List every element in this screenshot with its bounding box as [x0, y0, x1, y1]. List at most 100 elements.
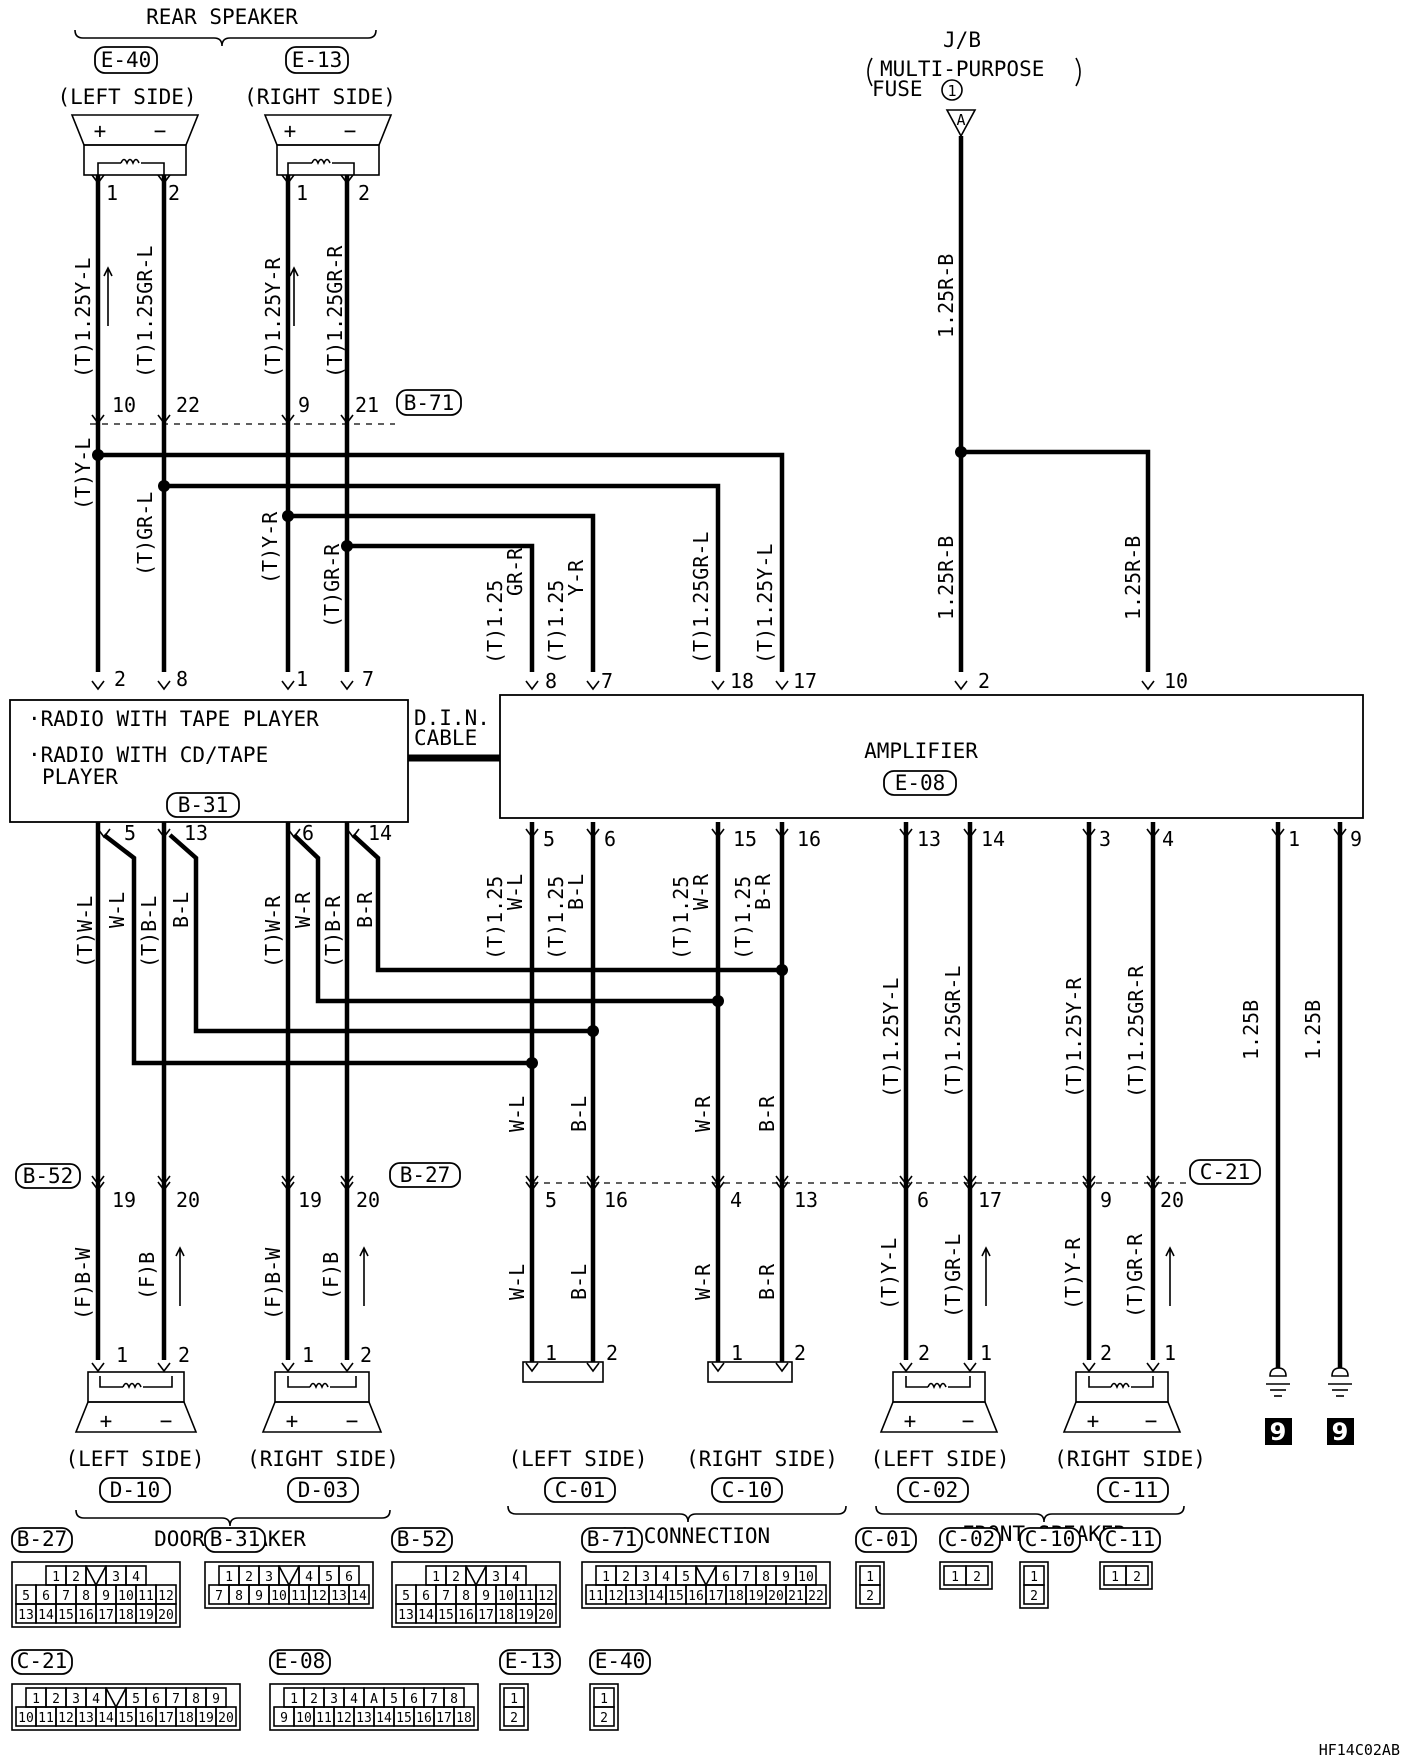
- radio-top-wire-grr: (T)GR-R: [320, 543, 344, 628]
- amp-bottom-wire-grl: (T)1.25GR-L: [941, 966, 965, 1098]
- no-connection-right: 1 2 (RIGHT SIDE) C-10: [686, 1341, 838, 1503]
- b52-pin20: 20: [176, 1188, 200, 1212]
- ground-2-badge: [1327, 1418, 1354, 1445]
- jb-wire-right: 1.25R-B: [1121, 536, 1145, 620]
- radio-top-wire-yr: (T)Y-R: [258, 511, 282, 584]
- connector-pin-number: 6: [42, 1589, 50, 1604]
- door-left-cone: [74, 1401, 198, 1433]
- connector-pin-number: 19: [138, 1608, 154, 1623]
- nc-right-wire1: W-R: [691, 1263, 715, 1300]
- connector-pin-number: 7: [742, 1570, 750, 1585]
- connector-code-box: [1099, 1527, 1161, 1553]
- door-left-pin2: 2: [178, 1343, 190, 1367]
- rear-right-code: E-13: [292, 48, 343, 72]
- connector-pin-number: 17: [98, 1608, 114, 1623]
- connector-pin-number: 1: [32, 1692, 40, 1707]
- connector-pin-number: 2: [52, 1692, 60, 1707]
- rear-right-plus: +: [284, 119, 297, 143]
- front-right-cone: [1062, 1401, 1182, 1433]
- door-left-wire1: (F)B-W: [71, 1247, 95, 1320]
- connector-pin-number: 2: [600, 1711, 608, 1726]
- connector-housing: [499, 1683, 529, 1731]
- c21-pin20: 20: [1160, 1188, 1184, 1212]
- connector-code: B-71: [587, 1527, 638, 1551]
- connector-pin-number: 13: [78, 1711, 94, 1726]
- nc-right-side: (RIGHT SIDE): [686, 1447, 838, 1471]
- connector-pin-number: 1: [1030, 1570, 1038, 1585]
- amp-bottom-wire-gnd1: 1.25B: [1239, 1000, 1263, 1060]
- connector-pin-number: 11: [291, 1589, 307, 1604]
- radio-bottom-pin5: 5: [124, 821, 136, 845]
- b71-code-box: [396, 389, 462, 416]
- connector-code: C-01: [861, 1527, 912, 1551]
- connector-pin-number: 21: [788, 1589, 804, 1604]
- connector-pin-number: 8: [462, 1589, 470, 1604]
- amp-top-wire-grl: (T)1.25GR-L: [689, 532, 713, 664]
- connector-code: E-08: [275, 1649, 326, 1673]
- front-right-flow-arrow: [1165, 1246, 1175, 1306]
- radio-bottom-wires: 5 13 6 14 (T)W-L W-L (T)B-L B-L (T)W-R W…: [73, 821, 782, 1360]
- connector-pin-number: 20: [218, 1711, 234, 1726]
- amplifier-code: E-08: [895, 771, 946, 795]
- radio-bottom-wire-wr: W-R: [291, 891, 315, 928]
- connector-pin-number: 20: [158, 1608, 174, 1623]
- splice-grr: [341, 540, 353, 552]
- jb-fuse-label: FUSE: [872, 77, 923, 101]
- fuse-number: 1: [947, 82, 956, 100]
- connector-pin-number: 13: [356, 1711, 372, 1726]
- c21-code: C-21: [1200, 1160, 1251, 1184]
- connector-pin-number: 9: [212, 1692, 220, 1707]
- connector-pin-number: 10: [798, 1570, 814, 1585]
- connector-pin-number: 11: [588, 1589, 604, 1604]
- amp-bottom-wire-wr-b: W-R: [689, 873, 713, 910]
- connector-pin-number: 14: [376, 1711, 392, 1726]
- amp-top-pin18: 18: [730, 669, 754, 693]
- jb-wire-left: 1.25R-B: [934, 536, 958, 620]
- nc-right-code-box: [711, 1477, 783, 1503]
- amp-bottom-wire-grr: (T)1.25GR-R: [1124, 965, 1148, 1098]
- amp-bottom-wire-br-a: (T)1.25: [731, 876, 755, 960]
- connector-code: C-11: [1105, 1527, 1156, 1551]
- connector-code-box: [939, 1527, 1001, 1553]
- amp-top-pin10: 10: [1164, 669, 1188, 693]
- amp-bottom-pin1: 1: [1288, 827, 1300, 851]
- ground-2-label: 9: [1332, 1418, 1349, 1446]
- connector-pin-number: 17: [436, 1711, 452, 1726]
- connector-cavity: [859, 1584, 881, 1605]
- connector-pin-number: 10: [118, 1589, 134, 1604]
- connector-pin-number: A: [370, 1692, 378, 1707]
- radio-top-pin2: 2: [114, 667, 126, 691]
- amp-bottom-pin15: 15: [733, 827, 757, 851]
- rear-right-minus: −: [344, 119, 357, 143]
- amp-bottom-wire-bl-b: B-L: [564, 874, 588, 910]
- radio-code-box: [166, 792, 240, 818]
- connector-key-mark: [695, 1565, 717, 1587]
- connector-pin-number: 3: [265, 1570, 273, 1585]
- amp-top-wire-yl: (T)1.25Y-L: [753, 544, 777, 664]
- jb-wire-top: 1.25R-B: [934, 254, 958, 338]
- connector-code-box: [1019, 1527, 1081, 1553]
- door-right-plus: +: [286, 1409, 299, 1433]
- connector-pin-number: 2: [510, 1711, 518, 1726]
- connector-code: C-02: [945, 1527, 996, 1551]
- connector-pin-number: 14: [418, 1608, 434, 1623]
- b71-pin10: 10: [112, 393, 136, 417]
- connector-pin-number: 2: [622, 1570, 630, 1585]
- nc-left-side: (LEFT SIDE): [508, 1447, 647, 1471]
- connector-pin-number: 13: [18, 1608, 34, 1623]
- connector-cavity: [805, 1584, 827, 1605]
- front-left-pin1: 1: [980, 1341, 992, 1365]
- door-right-cone: [261, 1401, 383, 1433]
- rear-right-wire1-label: (T)1.25Y-R: [261, 257, 285, 378]
- rear-left-minus: −: [154, 119, 167, 143]
- radio-line1: ·RADIO WITH TAPE PLAYER: [28, 707, 319, 731]
- splice-rb: [955, 446, 967, 458]
- rear-speaker-title: REAR SPEAKER: [146, 5, 298, 29]
- rear-left-side: (LEFT SIDE): [57, 85, 196, 109]
- connector-housing: [1019, 1561, 1049, 1609]
- amp-bottom-wire-br-b: B-R: [751, 873, 775, 910]
- connector-code: B-52: [397, 1527, 448, 1551]
